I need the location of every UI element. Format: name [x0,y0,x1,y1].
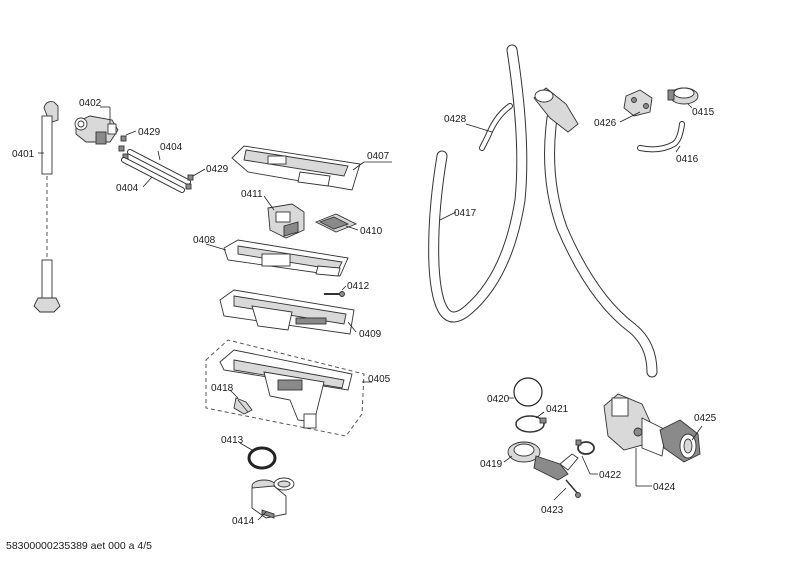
label-0411: 0411 [241,189,263,200]
part-0422-clamp[interactable] [575,439,595,455]
document-footer: 58300000235389 aet 000 a 4/5 [6,540,152,552]
label-0429-top: 0429 [138,127,161,138]
part-0418-nozzle[interactable] [233,397,253,415]
label-0412: 0412 [347,281,370,292]
part-0426-bracket[interactable] [623,89,653,117]
label-0408: 0408 [193,235,216,246]
part-0428-short-hose[interactable] [479,103,513,151]
label-0415: 0415 [692,107,715,118]
part-0412-screw[interactable] [324,291,345,297]
part-0420-ring[interactable] [513,377,543,407]
part-0415-pressure-switch[interactable] [667,87,699,105]
label-0426: 0426 [594,118,617,129]
part-0421-hose-clamp[interactable] [515,415,547,433]
part-0405-drawer-bowl[interactable] [205,339,365,437]
part-0423-screw[interactable] [565,479,581,498]
part-0407-drawer-top[interactable] [231,145,361,191]
label-0423: 0423 [541,505,564,516]
label-0401: 0401 [12,149,35,160]
label-0429-bottom: 0429 [206,164,229,175]
label-0414: 0414 [232,516,255,527]
part-0417-long-hose[interactable] [428,44,528,323]
label-0420: 0420 [487,394,510,405]
label-0417: 0417 [454,208,477,219]
label-0425: 0425 [694,413,717,424]
label-0428: 0428 [444,114,467,125]
part-0409-drawer-housing[interactable] [219,289,355,335]
label-0407: 0407 [367,151,390,162]
part-0402-inlet-valve[interactable] [74,115,119,145]
part-0414-connector[interactable] [251,477,295,519]
label-0422: 0422 [599,470,622,481]
label-0405: 0405 [368,374,391,385]
part-outlet-hose[interactable] [533,87,658,378]
part-0404-hoses[interactable] [121,149,191,193]
part-0419-sump-hose[interactable] [507,441,579,481]
part-0429-clamp-top[interactable] [118,135,129,160]
label-0402: 0402 [79,98,102,109]
label-0409: 0409 [359,329,382,340]
part-0401-inlet-pipe[interactable] [33,101,61,313]
label-0404-bottom: 0404 [116,183,139,194]
part-0416-pressure-hose[interactable] [637,121,685,153]
label-0419: 0419 [480,459,503,470]
label-0418: 0418 [211,383,234,394]
label-0410: 0410 [360,226,383,237]
label-0421: 0421 [546,404,569,415]
label-0416: 0416 [676,154,699,165]
label-0424: 0424 [653,482,676,493]
part-0408-drawer-frame[interactable] [223,239,349,277]
part-0429-clamp-bottom[interactable] [185,174,194,190]
part-0424-drain-pump[interactable] [603,393,667,457]
part-0411-dispenser-unit[interactable] [267,203,305,239]
label-0413: 0413 [221,435,244,446]
part-0413-seal-ring[interactable] [247,446,277,470]
part-0425-pump-bellows[interactable] [659,419,701,463]
label-0404-top: 0404 [160,142,183,153]
part-0410-cover-plate[interactable] [314,213,358,233]
